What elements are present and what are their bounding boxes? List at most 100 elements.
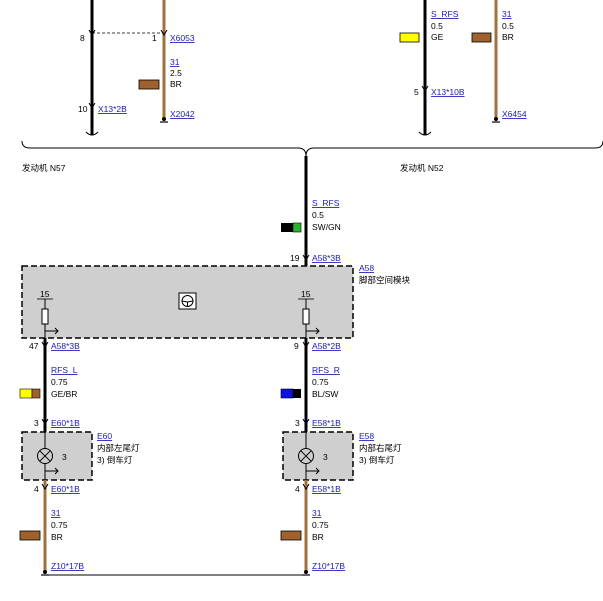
- wire-code-31[interactable]: 31: [51, 508, 61, 518]
- pin-4: 4: [295, 484, 300, 494]
- pin-10: 10: [78, 104, 88, 114]
- lamp-note: 3) 倒车灯: [359, 455, 395, 465]
- pin-8: 8: [80, 33, 85, 43]
- wire-color-swatch-black: [281, 223, 293, 232]
- connector-wedge: [302, 254, 310, 261]
- wire-color-swatch-brown: [280, 530, 302, 541]
- pin-3: 3: [295, 418, 300, 428]
- lamp-pin-3: 3: [323, 452, 328, 462]
- connector-link-a58-2b[interactable]: A58*2B: [312, 341, 341, 351]
- connector-link-e58-1b-gnd[interactable]: E58*1B: [312, 484, 341, 494]
- pin-9: 9: [294, 341, 299, 351]
- output-arrow-icon: [45, 467, 59, 475]
- connector-link-x6454[interactable]: X6454: [502, 109, 527, 119]
- ground-dot: [162, 117, 166, 121]
- wire-color: BR: [51, 532, 63, 542]
- right-branch: 9 A58*2B RFS_R 0.75 BL/SW 3 E58*1B 3 E58…: [280, 338, 402, 576]
- connector-link-a58-3b[interactable]: A58*3B: [312, 253, 341, 263]
- wire-code-s-rfs[interactable]: S_RFS: [431, 9, 459, 19]
- wire-color-swatch-yellow: [399, 32, 420, 43]
- connector-wedge: [302, 341, 310, 348]
- wire-gauge: 2.5: [170, 68, 182, 78]
- footwell-module-a58[interactable]: 15 15: [21, 265, 354, 339]
- lamp-box-e58[interactable]: [282, 431, 354, 481]
- lamp-id-e60[interactable]: E60: [97, 431, 112, 441]
- engine-label-n52: 发动机 N52: [400, 163, 444, 173]
- variant-brace: [21, 140, 603, 157]
- wire-code-31[interactable]: 31: [502, 9, 512, 19]
- wire-code-31[interactable]: 31: [312, 508, 322, 518]
- connector-link-x13-10b[interactable]: X13*10B: [431, 87, 465, 97]
- connector-link-x13-2b[interactable]: X13*2B: [98, 104, 127, 114]
- lamp-note: 3) 倒车灯: [97, 455, 133, 465]
- lamp-box-e60[interactable]: [21, 431, 93, 481]
- wire-gauge: 0.5: [312, 210, 324, 220]
- connector-link-a58-3b[interactable]: A58*3B: [51, 341, 80, 351]
- pin-47: 47: [29, 341, 39, 351]
- connector-wedge: [41, 418, 49, 425]
- ground-link-z10-17b[interactable]: Z10*17B: [312, 561, 345, 571]
- wire-gauge: 0.75: [312, 377, 329, 387]
- connector-link-e60-1b-gnd[interactable]: E60*1B: [51, 484, 80, 494]
- lamp-id-e58[interactable]: E58: [359, 431, 374, 441]
- connector-link-x2042[interactable]: X2042: [170, 109, 195, 119]
- wire-color: BR: [312, 532, 324, 542]
- pin-3: 3: [34, 418, 39, 428]
- ground-link-z10-17b[interactable]: Z10*17B: [51, 561, 84, 571]
- ground-dot: [304, 570, 308, 574]
- connector-link-e60-1b[interactable]: E60*1B: [51, 418, 80, 428]
- connector-wedge: [421, 85, 429, 92]
- engine-label-n57: 发动机 N57: [22, 163, 66, 173]
- lamp-name: 内部右尾灯: [359, 443, 402, 453]
- module-name: 脚部空间模块: [359, 275, 411, 285]
- wire-end-arc: [85, 131, 99, 136]
- fuse-icon: [41, 308, 49, 325]
- wire-end-arc: [418, 131, 432, 136]
- lamp-cross: [300, 450, 312, 462]
- pin-5: 5: [414, 87, 419, 97]
- connector-link-x6053[interactable]: X6053: [170, 33, 195, 43]
- fuse-label-left: 15: [40, 289, 50, 299]
- wire-color-swatch-blue: [280, 388, 294, 399]
- fuse-icon: [302, 308, 310, 325]
- connector-wedge: [88, 102, 96, 109]
- wire-color-swatch-brown: [19, 530, 41, 541]
- connector-wedge: [302, 418, 310, 425]
- wire-gauge: 0.75: [51, 377, 68, 387]
- pin-19: 19: [290, 253, 300, 263]
- module-id-a58[interactable]: A58: [359, 263, 374, 273]
- output-arrow-icon: [306, 327, 320, 335]
- left-branch: 47 A58*3B RFS_L 0.75 GE/BR 3 E60*1B 3 E6…: [19, 338, 140, 576]
- wire-code-rfs-l[interactable]: RFS_L: [51, 365, 78, 375]
- top-right-section: S_RFS 0.5 GE 31 0.5 BR 5 X13*10B X6454: [399, 0, 527, 136]
- connector-wedge: [160, 29, 168, 36]
- connector-wedge: [302, 483, 310, 490]
- output-arrow-icon: [306, 467, 320, 475]
- lamp-cross: [39, 450, 51, 462]
- steering-wheel-icon: [178, 292, 197, 310]
- connector-link-e58-1b[interactable]: E58*1B: [312, 418, 341, 428]
- connector-wedge: [41, 341, 49, 348]
- pin-1: 1: [152, 33, 157, 43]
- lamp-name: 内部左尾灯: [97, 443, 140, 453]
- pin-4: 4: [34, 484, 39, 494]
- ground-dot: [43, 570, 47, 574]
- wire-color: SW/GN: [312, 222, 341, 232]
- connector-wedge: [88, 29, 96, 36]
- wire-color-swatch-brown: [31, 388, 41, 399]
- wire-color-swatch-yellow: [19, 388, 33, 399]
- wire-code-31[interactable]: 31: [170, 57, 180, 67]
- wire-color-swatch-black: [293, 389, 301, 398]
- wire-color-swatch-brown: [138, 79, 160, 90]
- wire-color: GE: [431, 32, 444, 42]
- output-arrow-icon: [45, 327, 59, 335]
- fuse-label-right: 15: [301, 289, 311, 299]
- wire-gauge: 0.75: [312, 520, 329, 530]
- wire-gauge: 0.5: [431, 21, 443, 31]
- wire-code-rfs-r[interactable]: RFS_R: [312, 365, 340, 375]
- wire-code-s-rfs[interactable]: S_RFS: [312, 198, 340, 208]
- wire-color: BL/SW: [312, 389, 338, 399]
- wire-gauge: 0.75: [51, 520, 68, 530]
- center-wire-section: S_RFS 0.5 SW/GN 19 A58*3B: [281, 156, 341, 266]
